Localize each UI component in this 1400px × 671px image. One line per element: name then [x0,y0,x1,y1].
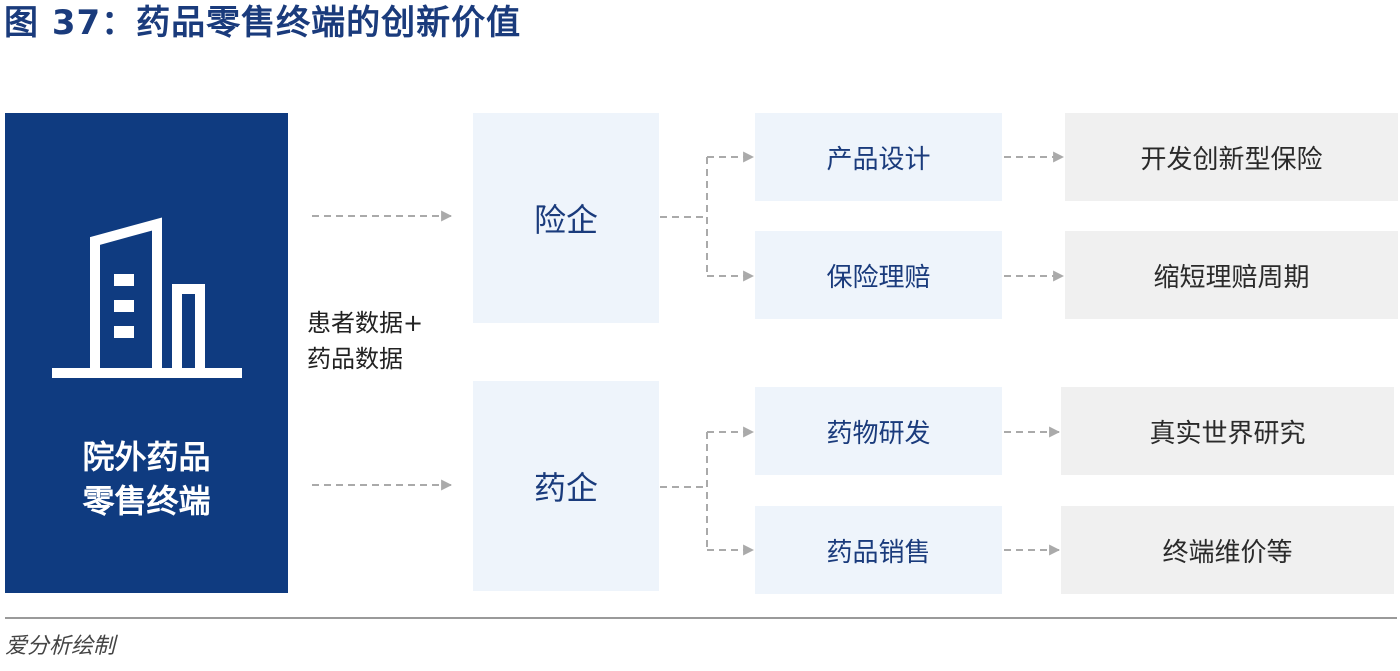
drug-sales-box: 药品销售 [755,506,1002,594]
data-label-line2: 药品数据 [307,345,403,373]
price-maintenance-box: 终端维价等 [1061,506,1394,594]
panel-label-line2: 零售终端 [82,482,211,520]
shorter-claims-box: 缩短理赔周期 [1065,231,1398,319]
source-note: 爱分析绘制 [5,634,116,659]
innovative-insurance-box: 开发创新型保险 [1065,113,1398,201]
figure-title: 图 37：药品零售终端的创新价值 [4,3,522,43]
product-design-box: 产品设计 [755,113,1002,201]
insurance-claims-box: 保险理赔 [755,231,1002,319]
data-label-line1: 患者数据+ [307,309,424,337]
panel-label-line1: 院外药品 [82,438,211,476]
pharma-box: 药企 [473,381,659,591]
retail-terminal-panel: 院外药品 零售终端 [5,113,288,593]
branch-insurers [660,157,708,276]
building-icon [52,217,242,378]
footer-divider [5,617,1397,619]
branch-pharma [660,432,708,550]
real-world-study-box: 真实世界研究 [1061,387,1394,475]
insurers-box: 险企 [473,113,659,323]
data-flow-label: 患者数据+ 药品数据 [307,305,423,377]
panel-label: 院外药品 零售终端 [5,435,288,523]
drug-rd-box: 药物研发 [755,387,1002,475]
